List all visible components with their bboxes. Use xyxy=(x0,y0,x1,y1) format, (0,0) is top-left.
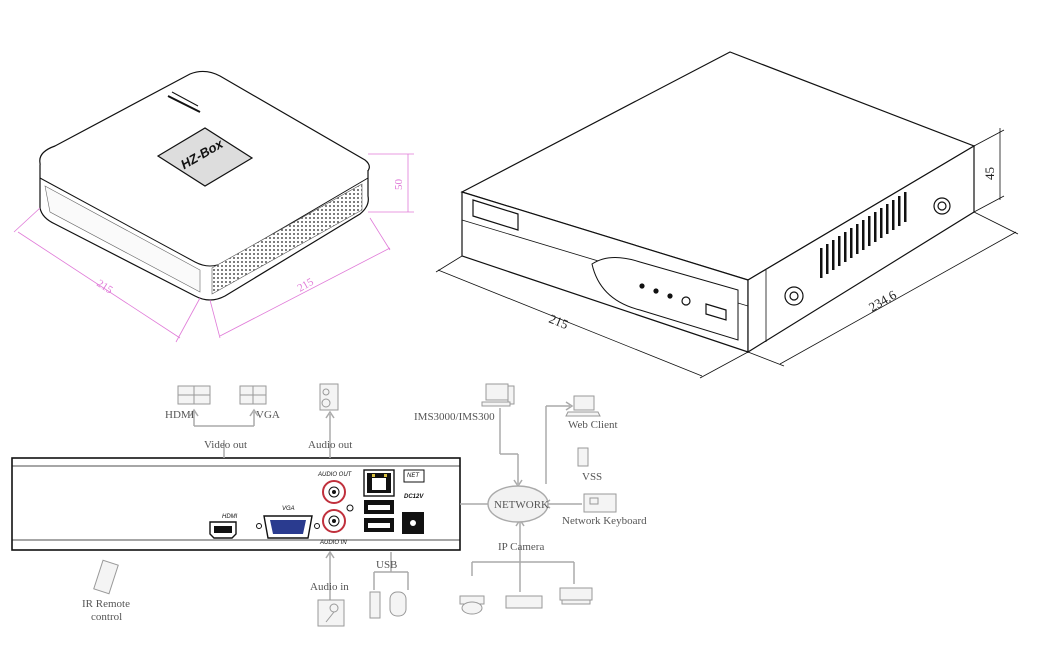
audio-in-label: Audio in xyxy=(310,581,349,593)
ims-label: IMS3000/IMS300 xyxy=(414,411,495,423)
audio-in-port-label: AUDIO IN xyxy=(319,540,347,546)
large-box-depth-label: 234.6 xyxy=(866,287,899,315)
hdmi-output-label: HDMI xyxy=(165,409,195,421)
usb-drive-icon xyxy=(369,591,381,619)
bullet-camera-icon xyxy=(505,595,543,609)
usb-label: USB xyxy=(376,559,397,571)
large-box-drawing xyxy=(460,51,976,354)
small-box-drawing: HZ-Box xyxy=(39,70,370,301)
dome-camera-icon xyxy=(459,595,485,615)
ir-remote-label-line2: control xyxy=(91,611,122,623)
large-box-height-label: 45 xyxy=(982,167,997,180)
network-keyboard-label: Network Keyboard xyxy=(562,515,647,527)
audio-out-port-label: AUDIO OUT xyxy=(317,472,353,478)
large-box-width-label: 215 xyxy=(547,311,571,332)
net-label: NET xyxy=(407,473,420,479)
laptop-icon xyxy=(565,395,601,417)
box-camera-icon xyxy=(559,587,593,605)
ir-remote-label-line1: IR Remote xyxy=(82,598,130,610)
video-out-label: Video out xyxy=(204,439,247,451)
rear-panel: HDMI VGA AUDIO OUT AUDIO IN xyxy=(11,457,461,551)
web-client-label: Web Client xyxy=(568,419,618,431)
microphone-icon xyxy=(317,599,345,627)
mouse-icon xyxy=(389,591,407,617)
small-box-dimensions xyxy=(13,153,414,343)
large-box-vents xyxy=(820,192,907,278)
ip-camera-label: IP Camera xyxy=(498,541,544,553)
small-box-depth-label: 215 xyxy=(296,276,317,295)
vga-output-label: VGA xyxy=(256,409,280,421)
pc-icon xyxy=(481,383,515,407)
hdmi-port-label: HDMI xyxy=(222,514,238,520)
hdmi-monitor-icon xyxy=(177,385,211,405)
large-box-dimensions xyxy=(435,128,1019,379)
usb-ports xyxy=(364,500,394,532)
speaker-icon xyxy=(319,383,339,411)
network-keyboard-icon xyxy=(583,493,617,513)
network-label: NETWORK xyxy=(494,499,549,511)
dc-power-label: DC12V xyxy=(404,494,424,500)
network-hub xyxy=(487,485,549,523)
vga-port-label: VGA xyxy=(282,506,295,512)
small-box-height-label: 50 xyxy=(393,179,405,191)
connection-lines xyxy=(189,401,582,600)
audio-out-label: Audio out xyxy=(308,439,352,451)
ir-remote-icon xyxy=(93,559,119,595)
vss-label: VSS xyxy=(582,471,602,483)
mobile-phone-icon xyxy=(577,447,589,467)
vga-monitor-icon xyxy=(239,385,267,405)
